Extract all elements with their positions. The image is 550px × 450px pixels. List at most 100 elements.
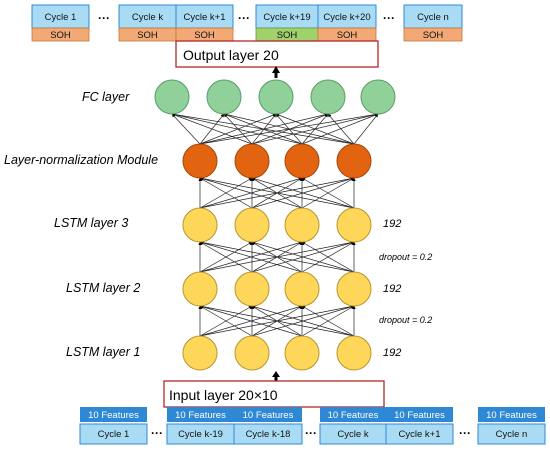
nodes [154,79,396,371]
features-label: 10 Features [243,410,294,421]
input-cycle-label: Cycle k [337,429,368,440]
connection-line [199,176,355,209]
output-cycle-label: Cycle k+20 [323,12,370,23]
connection-line [301,177,355,209]
lstm3-node-1 [182,207,218,243]
input-layer-box: Input layer 20×10 [163,380,385,408]
input-cycle-label: Cycle k+1 [399,429,441,440]
output-layer-box: Output layer 20 [175,40,379,68]
input-cycle-label: Cycle k-18 [246,429,291,440]
input-strip: 10 Features Cycle 1 ··· 10 Features Cycl… [79,407,546,445]
norm-layer-label: Layer-normalization Module [4,153,158,167]
lstm2-layer-label: LSTM layer 2 [66,281,140,295]
fc-node-2 [206,79,242,115]
fc-node-3 [258,79,294,115]
dropout-lower-label: dropout = 0.2 [379,315,432,325]
input-ellipsis-3: ··· [459,426,471,440]
input-cycle-label: Cycle k-19 [178,429,223,440]
lstm1-node-1 [182,335,218,371]
features-label: 10 Features [394,410,445,421]
connection-line [223,113,355,145]
fc-node-5 [360,79,396,115]
lstm1-node-4 [336,335,372,371]
connection-line [171,113,201,145]
fc-node-4 [310,79,346,115]
input-cell-cycle-1: 10 Features Cycle 1 [79,407,148,445]
connection-line [251,241,355,273]
norm-node-1 [182,143,218,179]
lstm2-node-4 [336,271,372,307]
input-cell-cycle-k18: 10 Features Cycle k-18 [233,407,303,445]
connection-line [199,177,303,209]
output-cell-cycle-k20: Cycle k+20 SOH [317,4,377,42]
input-cycle-label: Cycle n [496,429,528,440]
soh-label: SOH [337,30,358,41]
output-cell-cycle-n: Cycle n SOH [403,4,463,42]
soh-label: SOH [50,30,71,41]
dropout-upper-label: dropout = 0.2 [379,252,432,262]
features-label: 10 Features [328,410,379,421]
output-ellipsis-1: ··· [98,11,110,25]
lstm2-node-3 [284,271,320,307]
connection-line [199,241,253,273]
connection-line [251,305,355,337]
connection-line [199,304,355,337]
output-cycle-label: Cycle 1 [45,12,77,23]
connection-line [199,241,303,273]
lstm3-node-2 [234,207,270,243]
soh-label: SOH [423,30,444,41]
lstm1-units-label: 192 [383,347,401,359]
connection-line [171,113,303,145]
input-cell-cycle-k19: 10 Features Cycle k-19 [166,407,235,445]
fc-node-1 [154,79,190,115]
features-label: 10 Features [88,410,139,421]
norm-node-4 [336,143,372,179]
fc-layer-label: FC layer [82,90,130,104]
connection-line [301,241,355,273]
connection-line [327,113,355,145]
connection-line [171,112,355,145]
connections [171,112,379,337]
connection-line [199,305,253,337]
output-arrow [272,66,280,73]
input-ellipsis-1: ··· [151,426,163,440]
input-layer-label: Input layer 20×10 [169,387,278,403]
lstm3-node-4 [336,207,372,243]
output-cell-cycle-k: Cycle k SOH [118,4,177,42]
lstm3-node-3 [284,207,320,243]
output-cell-cycle-1: Cycle 1 SOH [31,4,90,42]
input-cell-cycle-k: 10 Features Cycle k [319,407,387,445]
output-strip: Cycle 1 SOH ··· Cycle k SOH Cycle k+1 SO… [31,4,463,42]
output-ellipsis-3: ··· [383,11,395,25]
lstm2-units-label: 192 [383,283,401,295]
connection-line [353,113,379,145]
soh-label: SOH [194,30,215,41]
features-label: 10 Features [486,410,537,421]
connection-line [171,113,253,145]
soh-label: SOH [137,30,158,41]
output-cycle-label: Cycle k [132,12,163,23]
features-label: 10 Features [175,410,226,421]
connection-line [199,177,253,209]
input-cell-cycle-k1: 10 Features Cycle k+1 [385,407,454,445]
lstm1-node-2 [234,335,270,371]
norm-node-3 [284,143,320,179]
lstm2-node-1 [182,271,218,307]
output-cell-cycle-k1: Cycle k+1 SOH [175,4,234,42]
input-arrow [272,371,280,377]
lstm1-layer-label: LSTM layer 1 [66,345,140,359]
output-cycle-label: Cycle n [417,12,449,23]
lstm3-units-label: 192 [383,218,401,230]
output-cell-cycle-k19: Cycle k+19 SOH [255,4,319,42]
lstm1-node-3 [284,335,320,371]
output-cycle-label: Cycle k+19 [263,12,310,23]
lstm2-node-2 [234,271,270,307]
connection-line [301,305,355,337]
output-ellipsis-2: ··· [238,11,250,25]
lstm3-layer-label: LSTM layer 3 [54,216,128,230]
connection-line [199,240,355,273]
input-cycle-label: Cycle 1 [98,429,130,440]
output-cycle-label: Cycle k+1 [184,12,226,23]
norm-node-2 [234,143,270,179]
